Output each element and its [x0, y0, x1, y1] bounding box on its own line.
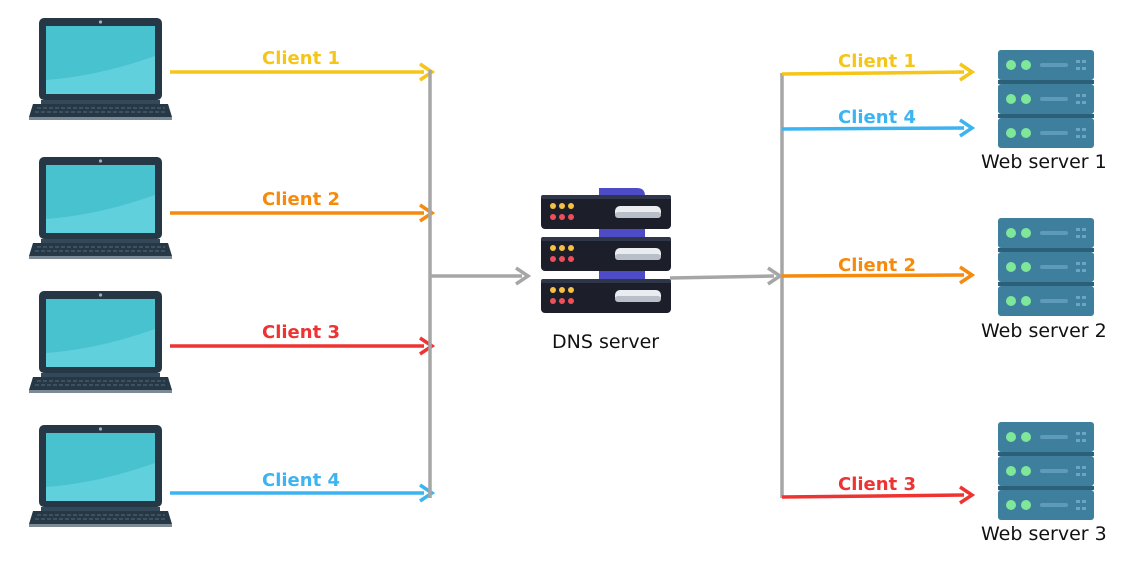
web-server-label-1: Web server 1: [981, 151, 1107, 173]
dns-server-icon: [541, 188, 671, 313]
web-server-label-2: Web server 2: [981, 320, 1107, 342]
route-label-client-1: Client 1: [838, 51, 916, 72]
web-server-label-3: Web server 3: [981, 523, 1107, 545]
client-label-3: Client 3: [262, 322, 340, 343]
client-laptop-3: [28, 290, 173, 394]
dns-server-label: DNS server: [552, 331, 659, 353]
client-laptop-1: [28, 17, 173, 121]
client-label-2: Client 2: [262, 189, 340, 210]
client-label-1: Client 1: [262, 48, 340, 69]
web-server-icon-1: [998, 50, 1094, 148]
route-arrows: [781, 62, 976, 505]
route-label-client-4: Client 4: [838, 107, 916, 128]
route-label-client-2: Client 2: [838, 255, 916, 276]
route-label-client-3: Client 3: [838, 474, 916, 495]
left-bus: [428, 70, 532, 498]
client-laptop-2: [28, 156, 173, 260]
client-label-4: Client 4: [262, 470, 340, 491]
client-arrows: [170, 62, 436, 503]
web-server-icon-3: [998, 422, 1094, 520]
client-laptop-4: [28, 424, 173, 528]
web-server-icon-2: [998, 218, 1094, 316]
right-bus: [669, 73, 784, 498]
